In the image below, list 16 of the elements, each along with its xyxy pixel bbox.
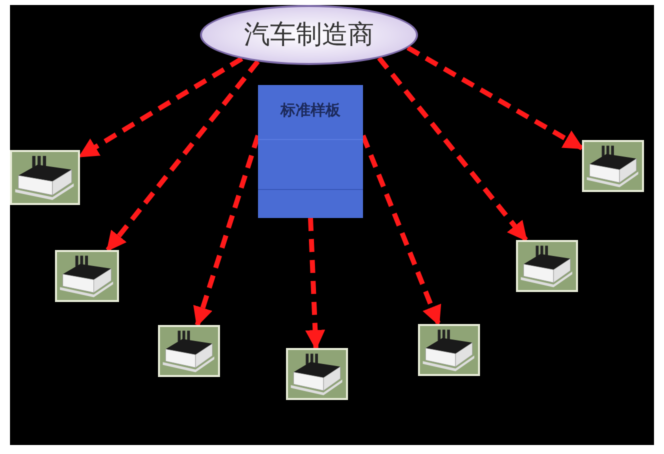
dashed-arrow	[377, 56, 528, 242]
factory-picture	[158, 325, 220, 377]
factory-picture	[516, 240, 578, 292]
factory-picture	[418, 324, 480, 376]
factory-picture	[10, 150, 80, 205]
dashed-arrow	[193, 134, 260, 327]
dashed-arrow	[406, 46, 584, 150]
node-label: 汽车制造商	[244, 18, 374, 52]
dashed-arrow	[78, 56, 244, 159]
factory-picture	[55, 250, 119, 302]
standard-sample-box	[258, 85, 363, 218]
factory-picture	[582, 140, 644, 192]
factory-picture	[286, 348, 348, 400]
node-label: 标准样板	[280, 100, 340, 121]
dashed-arrow	[106, 60, 260, 252]
dashed-arrow	[305, 218, 326, 350]
